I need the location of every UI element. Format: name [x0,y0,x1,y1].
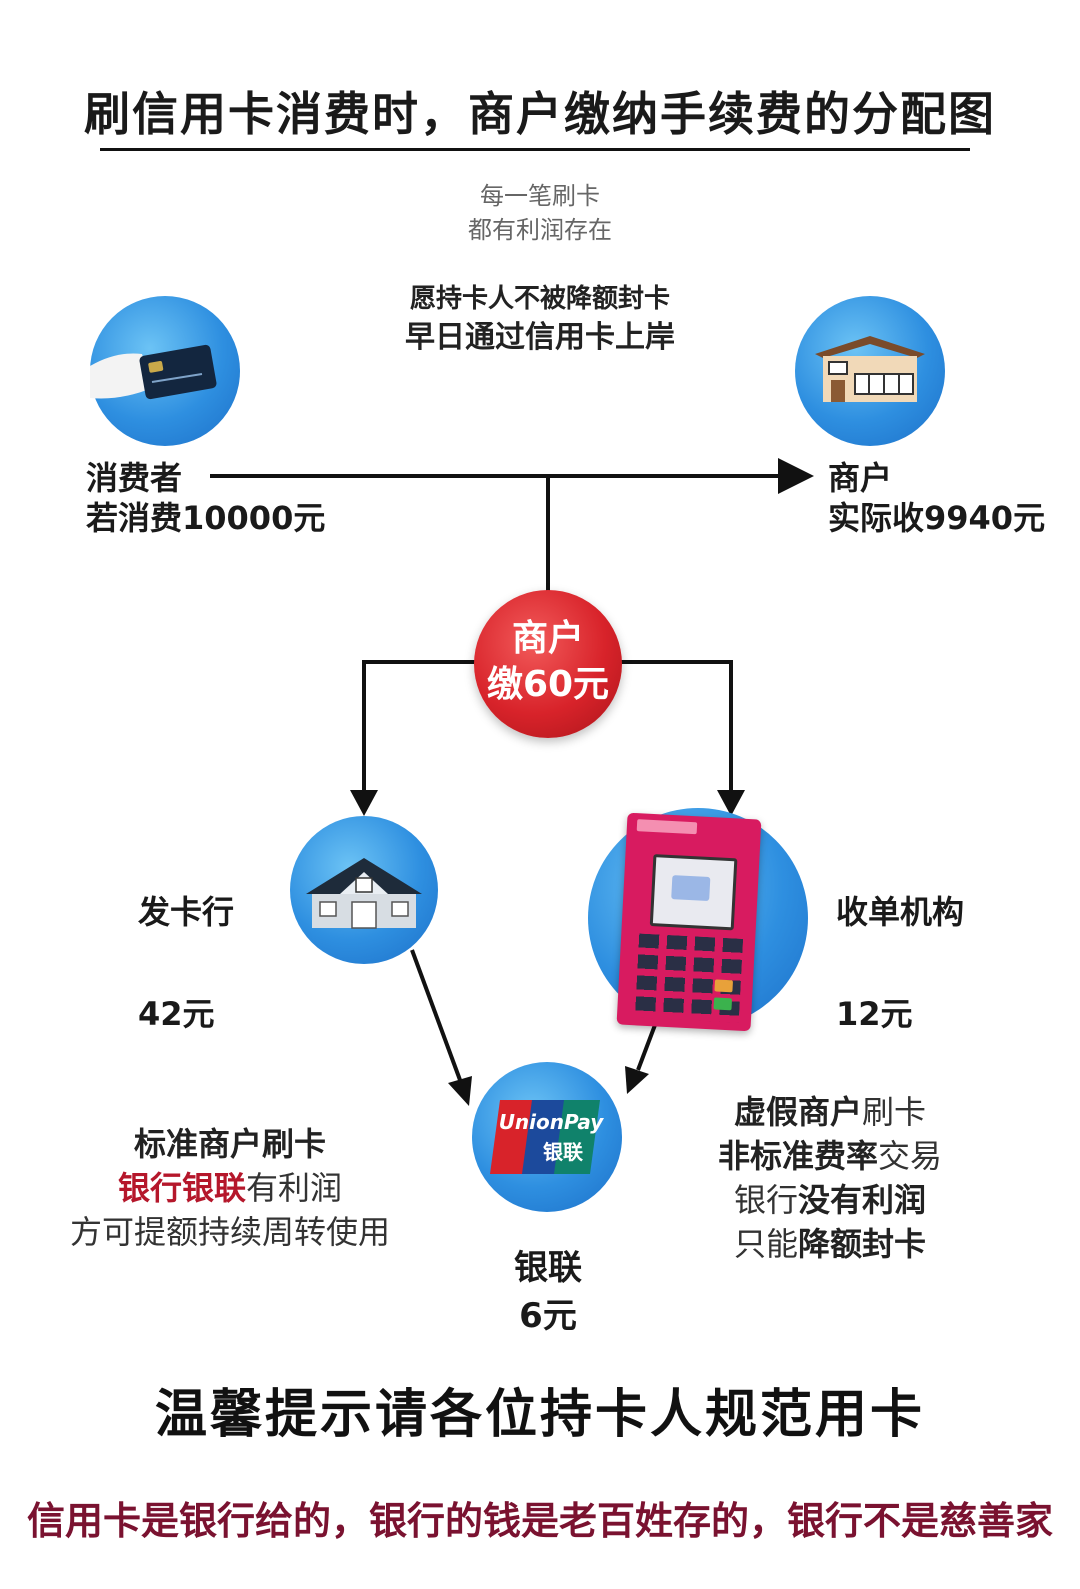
acquirer-label: 收单机构 [836,893,965,931]
merchant-circle [795,296,945,446]
fee-to-acquirer-line [620,660,733,790]
fee-to-acquirer-arrowhead [717,790,745,816]
title-underline [100,148,970,151]
wish-line-2: 早日通过信用卡上岸 [405,320,675,355]
wish-line-1: 愿持卡人不被降额封卡 [409,284,670,314]
issuer-label: 发卡行 [138,893,235,931]
right-note-line-2-bold: 非标准费率 [717,1137,878,1175]
subtitle-line-1: 每一笔刷卡 [480,182,600,210]
right-note-line-3-bold: 没有利润 [798,1181,927,1219]
issuer-amount: 42元 [138,995,215,1033]
right-note-line-2-rest: 交易 [878,1137,943,1175]
shop-icon [815,336,925,402]
fee-to-issuer-arrowhead [350,790,378,816]
merchant-amount: 实际收9940元 [828,499,1046,537]
acquirer-amount: 12元 [836,995,913,1033]
right-note-line-4-bold: 降额封卡 [798,1225,927,1263]
consumer-amount: 若消费10000元 [86,499,326,537]
unionpay-circle: UnionPay 银联 [472,1062,622,1212]
consumer-label: 消费者 [86,459,183,497]
acquirer-to-unionpay-arrowhead [625,1066,649,1094]
right-note: 虚假商户刷卡 非标准费率交易 银行没有利润 只能降额封卡 [680,1090,980,1266]
unionpay-amount: 6元 [519,1296,577,1336]
right-note-line-4-lead: 只能 [733,1225,798,1263]
acquirer-to-unionpay-line [636,1024,657,1071]
issuer-to-unionpay-line [410,949,462,1081]
bank-building-icon [306,858,422,929]
fee-to-issuer-line [362,660,478,790]
fee-circle: 商户 缴60元 [474,590,622,738]
unionpay-label: 银联 [514,1248,582,1288]
unionpay-logo-icon [490,1100,600,1174]
left-note: 标准商户刷卡 银行银联有利润 方可提额持续周转使用 [40,1122,420,1254]
page-title: 刷信用卡消费时，商户缴纳手续费的分配图 [84,87,996,141]
issuer-circle [290,816,438,964]
card-in-hand-icon [90,344,217,400]
pos-terminal-icon [616,812,762,1032]
left-note-line-2-rest: 有利润 [246,1169,343,1207]
left-note-line-1: 标准商户刷卡 [133,1125,326,1163]
issuer-to-unionpay-arrowhead [448,1076,472,1106]
consumer-to-merchant-arrowhead [778,458,814,494]
footer-text: 信用卡是银行给的，银行的钱是老百姓存的，银行不是慈善家 [26,1499,1053,1543]
subtitle-line-2: 都有利润存在 [468,216,612,244]
consumer-circle [90,296,240,446]
fee-line-1: 商户 [511,618,584,659]
right-note-line-1-bold: 虚假商户 [733,1093,862,1131]
merchant-label: 商户 [828,459,893,497]
unionpay-logo-cn: 银联 [543,1140,583,1164]
fee-line-2: 缴60元 [486,664,610,705]
left-note-line-2-highlight: 银行银联 [117,1169,246,1207]
left-note-line-3: 方可提额持续周转使用 [69,1213,390,1251]
right-note-line-3-lead: 银行 [733,1181,798,1219]
right-note-line-1-rest: 刷卡 [862,1093,927,1131]
unionpay-logo-en: UnionPay [498,1110,604,1134]
warning-heading: 温馨提示请各位持卡人规范用卡 [154,1385,925,1445]
